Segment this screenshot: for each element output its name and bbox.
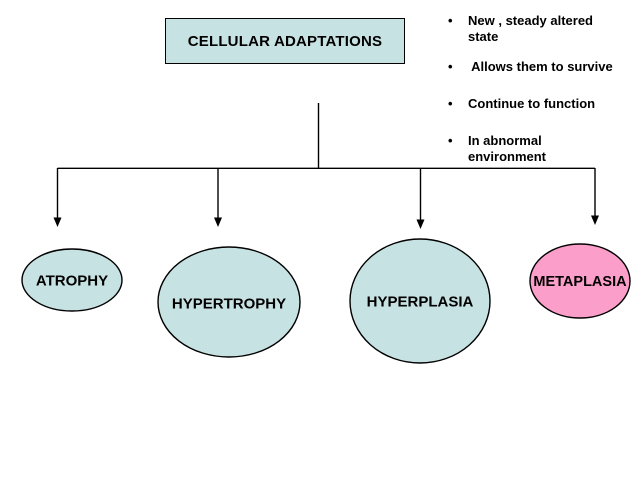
bullet-item: • Allows them to survive: [440, 59, 636, 75]
hypertrophy-ellipse: [157, 246, 301, 358]
bullet-text: Allows them to survive: [468, 59, 636, 75]
hypertrophy-label: HYPERTROPHY: [171, 295, 287, 313]
title-box: CELLULAR ADAPTATIONS: [165, 18, 405, 64]
bullet-text-line: environment: [468, 149, 547, 164]
bullet-text-line: In abnormal: [468, 133, 542, 148]
arrow-to-hyperplasia: [416, 168, 425, 229]
title-box-label: CELLULAR ADAPTATIONS: [187, 32, 383, 50]
bullet-text: New , steady altered state: [468, 13, 636, 45]
bullet-item: • In abnormal environment: [440, 133, 636, 165]
bullet-marker-icon: •: [448, 133, 453, 148]
metaplasia-label: METAPLASIA: [533, 274, 627, 290]
bullet-item: • Continue to function: [440, 96, 636, 112]
bullet-text-line: Allows them to survive: [468, 59, 613, 74]
bullet-text: In abnormal environment: [468, 133, 636, 165]
metaplasia-ellipse: [529, 243, 631, 319]
bullet-text-line: New , steady altered: [468, 13, 593, 28]
atrophy-ellipse: [21, 248, 123, 312]
bullet-item: • New , steady altered state: [440, 13, 636, 45]
arrow-to-hypertrophy: [214, 168, 222, 227]
arrow-to-metaplasia: [591, 168, 599, 225]
hyperplasia-label: HYPERPLASIA: [366, 293, 474, 311]
hyperplasia-ellipse: [349, 238, 491, 364]
bullet-marker-icon: •: [448, 13, 453, 28]
bullet-text-line: state: [468, 29, 499, 44]
bullet-text-line: Continue to function: [468, 96, 596, 111]
bullet-marker-icon: •: [448, 59, 453, 74]
bullet-marker-icon: •: [448, 96, 453, 111]
bullet-text: Continue to function: [468, 96, 636, 112]
bullet-list: • New , steady altered state • Allows th…: [440, 13, 636, 165]
atrophy-label: ATROPHY: [35, 272, 109, 290]
arrow-to-atrophy: [53, 168, 62, 227]
